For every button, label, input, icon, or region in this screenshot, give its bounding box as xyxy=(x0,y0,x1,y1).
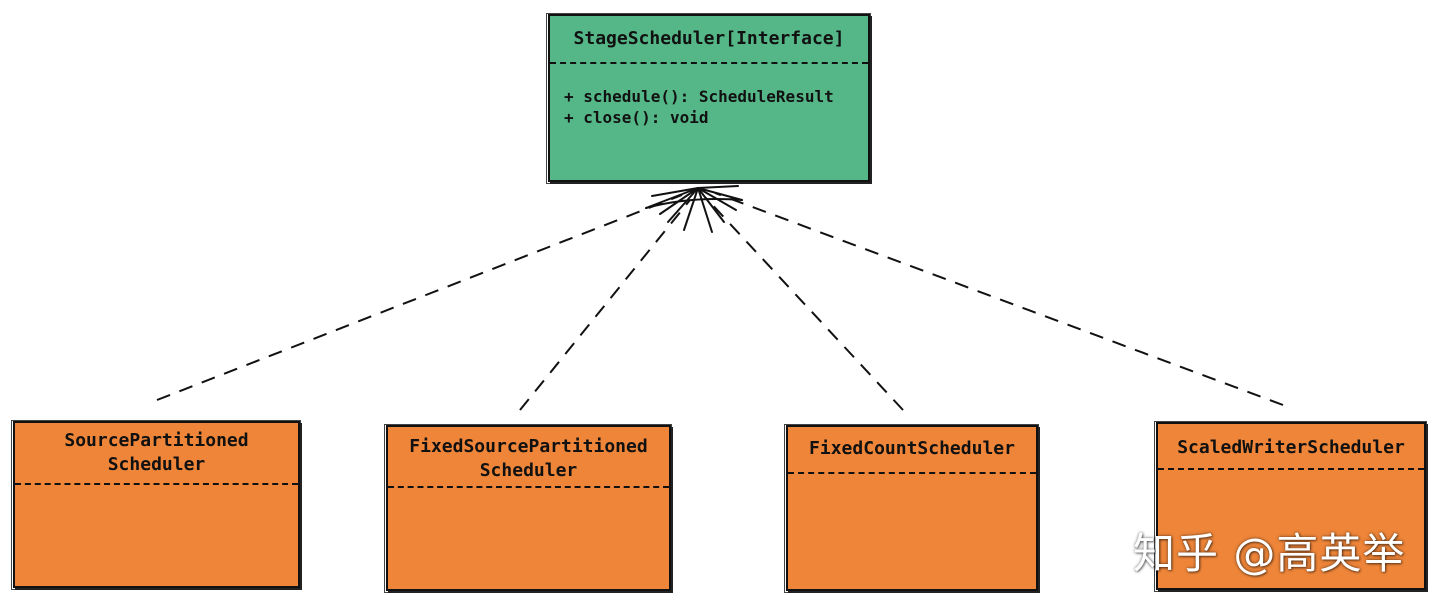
realization-line-fixed-count xyxy=(705,197,904,411)
interface-stage-scheduler[interactable]: StageScheduler[Interface] + schedule(): … xyxy=(546,13,871,184)
class-title: SourcePartitioned Scheduler xyxy=(64,430,249,475)
interface-divider xyxy=(550,62,868,64)
class-title: FixedSourcePartitioned Scheduler xyxy=(409,436,648,481)
class-divider xyxy=(15,483,298,485)
class-source-partitioned-scheduler[interactable]: SourcePartitioned Scheduler xyxy=(11,420,301,590)
class-divider xyxy=(388,486,669,488)
watermark: 知乎 @高英举 xyxy=(1133,529,1406,578)
interface-methods: + schedule(): ScheduleResult + close(): … xyxy=(564,86,834,128)
class-scaled-writer-scheduler[interactable]: ScaledWriterScheduler xyxy=(1154,421,1427,592)
open-arrowhead-icon xyxy=(645,185,743,233)
class-title: ScaledWriterScheduler xyxy=(1177,437,1405,458)
class-fixed-count-scheduler[interactable]: FixedCountScheduler xyxy=(784,424,1039,593)
method-schedule: + schedule(): ScheduleResult xyxy=(564,87,834,106)
class-divider xyxy=(1158,468,1424,470)
realization-line-scaled-writer xyxy=(714,192,1284,406)
realization-line-fixed-source-partitioned xyxy=(519,199,691,411)
method-close: + close(): void xyxy=(564,108,709,127)
class-divider xyxy=(788,472,1036,474)
interface-title: StageScheduler[Interface] xyxy=(573,28,845,49)
realization-line-source-partitioned xyxy=(156,194,683,401)
class-fixed-source-partitioned-scheduler[interactable]: FixedSourcePartitioned Scheduler xyxy=(384,424,672,593)
class-title: FixedCountScheduler xyxy=(809,438,1015,459)
